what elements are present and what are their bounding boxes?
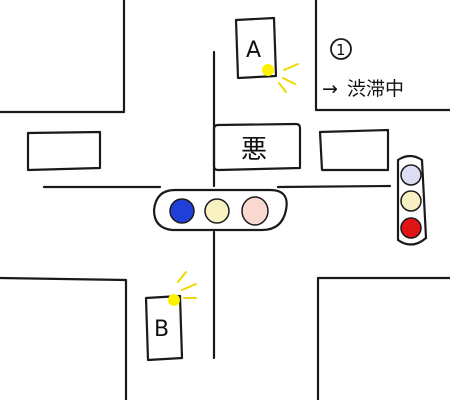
signal-h-light-3	[241, 196, 269, 226]
signal-v-light-1	[400, 164, 422, 186]
road-edge-bottom-left	[0, 276, 128, 400]
signal-horizontal-housing	[152, 188, 288, 232]
annotation-arrow: →	[322, 78, 338, 100]
car-b-label: B	[154, 317, 169, 342]
road-edge-bottom-right	[316, 276, 450, 400]
car-left-lane	[26, 130, 102, 172]
road-edge-top-right	[314, 0, 450, 112]
signal-v-light-2	[400, 190, 422, 212]
signal-v-light-3	[400, 217, 422, 239]
annotation-text: 渋滞中	[347, 78, 404, 100]
signal-h-light-2	[204, 198, 230, 224]
headlight-a	[262, 64, 274, 76]
headlight-rays-b	[177, 271, 197, 299]
car-b	[144, 294, 184, 362]
road-edge-top-left	[0, 0, 126, 114]
annotation-number: 1	[336, 41, 346, 59]
car-bad	[212, 122, 302, 172]
center-line-right	[276, 184, 392, 189]
car-bad-label: 悪	[241, 135, 267, 165]
annotation-number-circle	[330, 38, 352, 60]
headlight-rays-a	[278, 63, 299, 93]
signal-vertical-housing	[396, 154, 428, 246]
car-right-lane	[318, 128, 390, 172]
car-a	[234, 16, 278, 80]
signal-h-light-1	[169, 198, 195, 224]
car-a-label: A	[246, 38, 261, 63]
headlight-b	[168, 294, 180, 306]
